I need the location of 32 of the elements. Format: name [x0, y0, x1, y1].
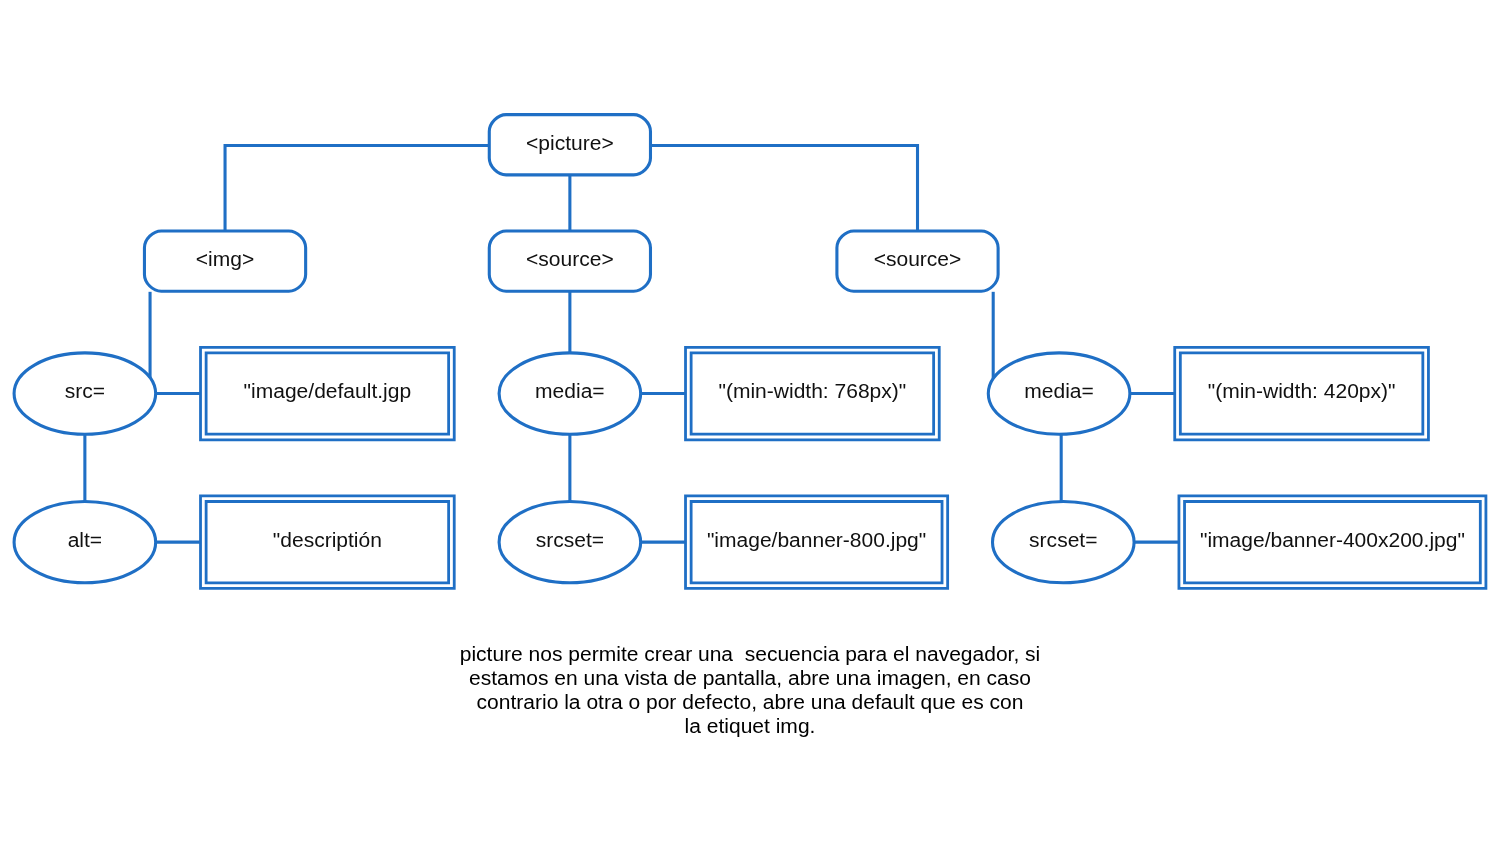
connector — [223, 143, 489, 231]
connector — [83, 434, 87, 502]
connector — [155, 540, 201, 544]
node-ellipse: alt= — [12, 499, 158, 585]
node-ellipse: media= — [497, 351, 643, 436]
node-box: <source> — [487, 229, 652, 293]
node-box: "image/banner-800.jpg" — [684, 494, 950, 590]
node-box: "image/banner-400x200.jpg" — [1177, 494, 1488, 590]
connector — [1134, 540, 1179, 544]
node-ellipse: media= — [986, 351, 1132, 436]
node-box: "descriptión — [199, 494, 456, 590]
connector — [641, 540, 686, 544]
connector — [568, 175, 572, 231]
connector — [991, 291, 995, 379]
node-box: <img> — [142, 229, 308, 293]
node-box: <picture> — [487, 113, 652, 177]
connector — [155, 392, 201, 396]
connector — [1059, 434, 1063, 502]
node-ellipse: src= — [12, 351, 158, 436]
connector — [568, 291, 572, 353]
node-box: "image/default.jgp — [199, 345, 456, 442]
connector — [148, 291, 152, 378]
connector — [640, 392, 686, 396]
connector — [650, 143, 920, 231]
connector — [1129, 392, 1175, 396]
node-ellipse: srcset= — [990, 499, 1136, 585]
node-box: "(min-width: 420px)" — [1173, 345, 1430, 442]
connector — [568, 434, 572, 502]
node-ellipse: srcset= — [497, 499, 643, 585]
node-box: "(min-width: 768px)" — [684, 345, 941, 442]
node-box: <source> — [835, 229, 1000, 293]
caption: picture nos permite crear una secuencia para el navegador, si estamos en una vista de pantalla, abre una imagen, en caso contrario la otra o por defecto, abre una default que es con la etiquet img. — [459, 642, 1041, 737]
